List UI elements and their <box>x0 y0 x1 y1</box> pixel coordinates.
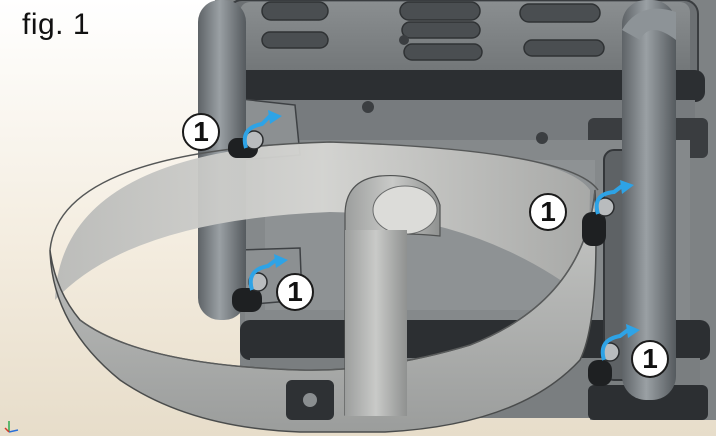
callout-1-middle-right: 1 <box>529 193 567 231</box>
figure-label: fig. 1 <box>22 8 91 41</box>
callout-1-bottom-right: 1 <box>631 340 669 378</box>
callout-1-center: 1 <box>276 273 314 311</box>
axis-triad-icon <box>4 421 19 433</box>
callout-1-top-left: 1 <box>182 113 220 151</box>
fastener-top-left <box>228 110 282 158</box>
fastener-middle-right <box>582 180 634 246</box>
fastener-center-left <box>232 254 288 312</box>
fastener-bottom-right <box>588 324 640 386</box>
center-pipe <box>286 174 441 420</box>
